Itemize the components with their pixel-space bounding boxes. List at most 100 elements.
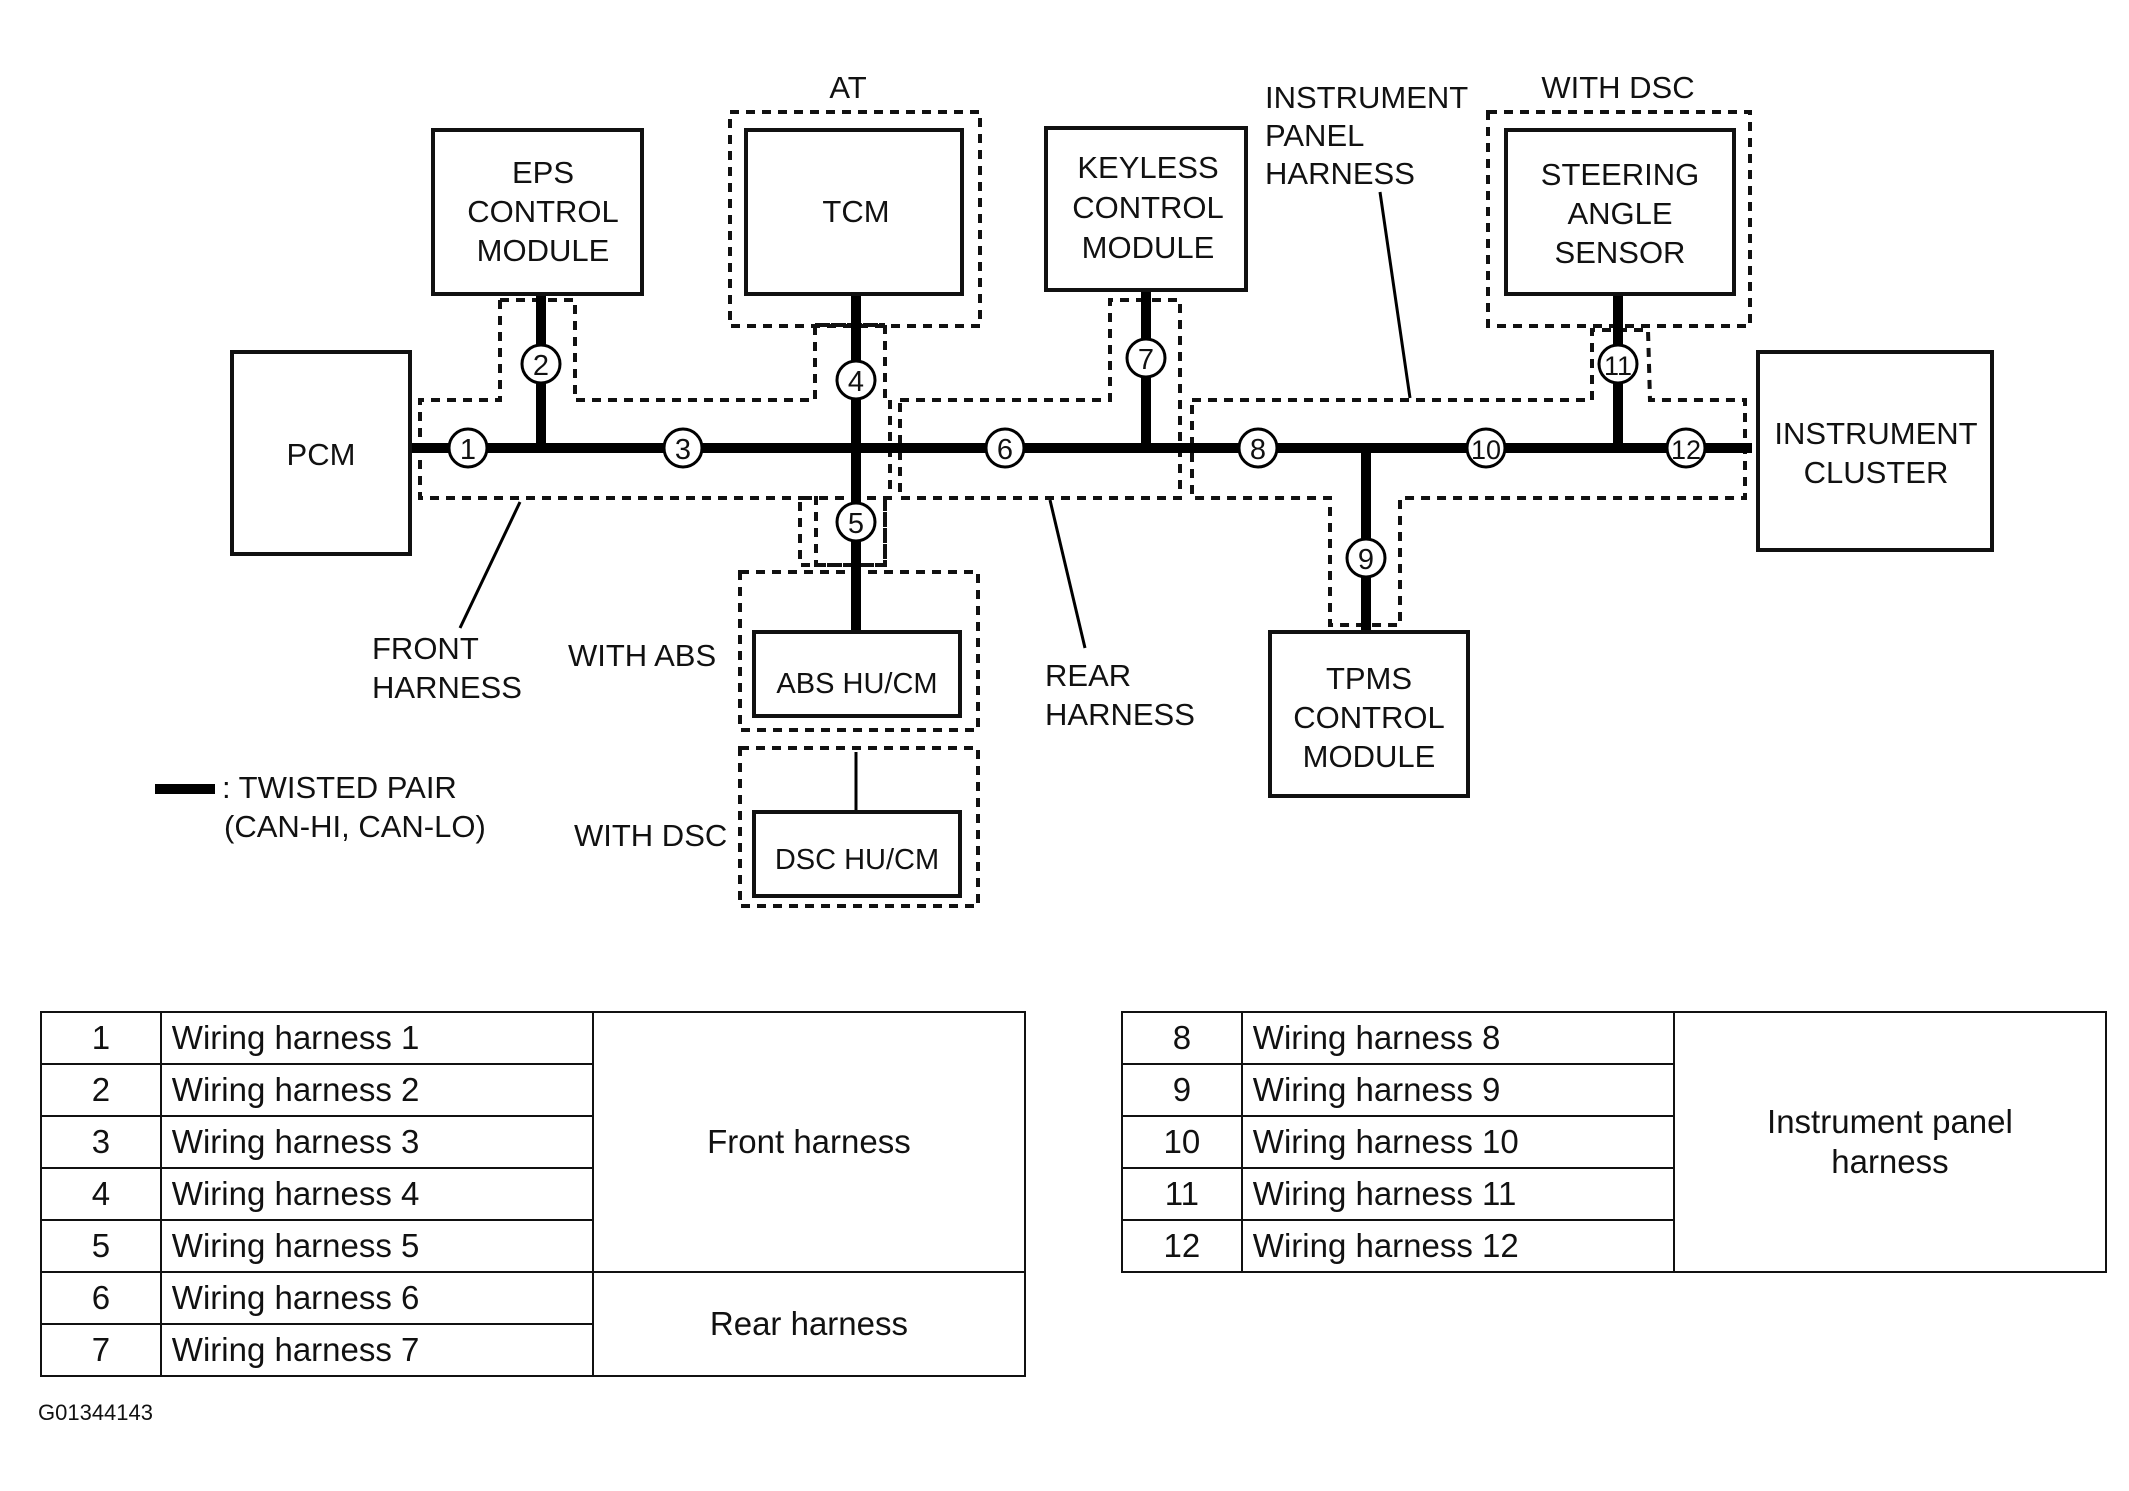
- table-row: 9 Wiring harness 9: [1121, 1063, 2106, 1117]
- svg-text:6: 6: [997, 434, 1013, 466]
- at-option-box: [728, 110, 982, 328]
- steering-label-3: SENSOR: [1555, 235, 1686, 270]
- row-number: 2: [40, 1063, 162, 1117]
- row-name: Wiring harness 12: [1240, 1219, 1675, 1273]
- ip-harness-label-1: INSTRUMENT: [1265, 80, 1468, 115]
- row-name: Wiring harness 4: [159, 1167, 594, 1221]
- eps-label-1: EPS: [512, 155, 574, 190]
- table-row: 8 Wiring harness 8 Instrument panel harn…: [1121, 1011, 2108, 1273]
- svg-text:11: 11: [1604, 351, 1632, 381]
- svg-text:7: 7: [1138, 344, 1154, 376]
- group-front-harness: Front harness: [591, 1011, 1027, 1273]
- keyless-box: [1044, 126, 1248, 292]
- connector-1: 1: [447, 427, 489, 469]
- cluster-label-1: INSTRUMENT: [1774, 416, 1977, 451]
- with-dsc-option-box-top: [1486, 110, 1752, 328]
- ip-harness-label-3: HARNESS: [1265, 156, 1415, 191]
- row-number: 6: [40, 1271, 162, 1325]
- keyless-label-3: MODULE: [1082, 230, 1215, 265]
- rear-harness-label-1: REAR: [1045, 658, 1131, 693]
- connector-3: 3: [662, 427, 704, 469]
- harness-table-right: 8 Wiring harness 8 Instrument panel harn…: [1121, 1011, 2108, 1273]
- table-row: 3 Wiring harness 3: [40, 1115, 1025, 1169]
- svg-text:12: 12: [1671, 435, 1701, 465]
- tpms-box: [1268, 630, 1470, 798]
- svg-text:10: 10: [1471, 435, 1501, 465]
- tpms-label-3: MODULE: [1303, 739, 1436, 774]
- row-number: 11: [1121, 1167, 1243, 1221]
- rear-harness-pointer: [1048, 499, 1087, 649]
- connector-2: 2: [520, 343, 562, 385]
- pcm-box: [230, 350, 412, 556]
- row-name: Wiring harness 5: [159, 1219, 594, 1273]
- row-name: Wiring harness 3: [159, 1115, 594, 1169]
- table-row: 2 Wiring harness 2: [40, 1063, 1025, 1117]
- tpms-label-1: TPMS: [1326, 661, 1412, 696]
- front-harness-label-2: HARNESS: [372, 670, 522, 705]
- row-number: 8: [1121, 1011, 1243, 1065]
- with-abs-label: WITH ABS: [568, 638, 716, 673]
- rear-harness-label-2: HARNESS: [1045, 697, 1195, 732]
- row-number: 1: [40, 1011, 162, 1065]
- table-row: 11 Wiring harness 11: [1121, 1167, 2106, 1221]
- row-number: 7: [40, 1323, 162, 1377]
- dsc-label: DSC HU/CM: [775, 844, 939, 876]
- table-row: 1 Wiring harness 1 Front harness: [40, 1011, 1027, 1273]
- connector-12: 12: [1665, 427, 1707, 469]
- cluster-label-2: CLUSTER: [1804, 455, 1949, 490]
- group-instrument-panel-harness: Instrument panel harness: [1672, 1011, 2108, 1273]
- at-label: AT: [829, 70, 866, 105]
- row-name: Wiring harness 10: [1240, 1115, 1675, 1169]
- steering-label-1: STEERING: [1541, 157, 1699, 192]
- keyless-label-1: KEYLESS: [1077, 150, 1218, 185]
- connector-9: 9: [1345, 537, 1387, 579]
- row-number: 5: [40, 1219, 162, 1273]
- row-number: 3: [40, 1115, 162, 1169]
- instrument-panel-harness-outline: [1190, 328, 1747, 627]
- table-row: 12 Wiring harness 12: [1121, 1219, 2106, 1273]
- tcm-box: [744, 128, 964, 296]
- with-dsc-option-box-bottom: [738, 746, 980, 908]
- keyless-label-2: CONTROL: [1072, 190, 1224, 225]
- row-name: Wiring harness 9: [1240, 1063, 1675, 1117]
- row-number: 12: [1121, 1219, 1243, 1273]
- document-code: G01344143: [38, 1400, 153, 1425]
- eps-label-3: MODULE: [477, 233, 610, 268]
- pcm-label: PCM: [287, 437, 356, 472]
- svg-text:8: 8: [1250, 434, 1266, 466]
- table-row: 5 Wiring harness 5: [40, 1219, 1025, 1273]
- svg-text:3: 3: [675, 434, 691, 466]
- tcm-label: TCM: [822, 194, 889, 229]
- dsc-box: [752, 810, 962, 898]
- table-row: 6 Wiring harness 6 Rear harness: [40, 1271, 1027, 1377]
- table-row: 4 Wiring harness 4: [40, 1167, 1025, 1221]
- twisted-pair-legend-text: : TWISTED PAIR: [222, 770, 457, 805]
- group-line-1: Instrument panel: [1767, 1103, 2013, 1140]
- abs-label: ABS HU/CM: [776, 668, 937, 700]
- svg-text:4: 4: [848, 366, 864, 398]
- connector-5: 5: [835, 501, 877, 543]
- abs-box: [752, 630, 962, 718]
- row-number: 9: [1121, 1063, 1243, 1117]
- row-name: Wiring harness 2: [159, 1063, 594, 1117]
- row-name: Wiring harness 6: [159, 1271, 594, 1325]
- twisted-pair-legend-subtext: (CAN-HI, CAN-LO): [224, 809, 486, 844]
- eps-box: [431, 128, 644, 296]
- connector-7: 7: [1125, 337, 1167, 379]
- tpms-label-2: CONTROL: [1293, 700, 1445, 735]
- row-name: Wiring harness 1: [159, 1011, 594, 1065]
- rear-harness-outline: [898, 298, 1182, 500]
- instrument-panel-harness-pointer: [1378, 191, 1412, 399]
- row-name: Wiring harness 7: [159, 1323, 594, 1377]
- instrument-cluster-box: [1756, 350, 1994, 552]
- connector-6: 6: [984, 427, 1026, 469]
- front-harness-label-1: FRONT: [372, 631, 479, 666]
- front-harness-outline: [418, 298, 892, 567]
- front-harness-pointer: [458, 501, 522, 629]
- connector-11: 11: [1597, 343, 1639, 385]
- svg-text:2: 2: [533, 350, 549, 382]
- eps-label-2: CONTROL: [467, 194, 619, 229]
- row-name: Wiring harness 11: [1240, 1167, 1675, 1221]
- ip-harness-label-2: PANEL: [1265, 118, 1364, 153]
